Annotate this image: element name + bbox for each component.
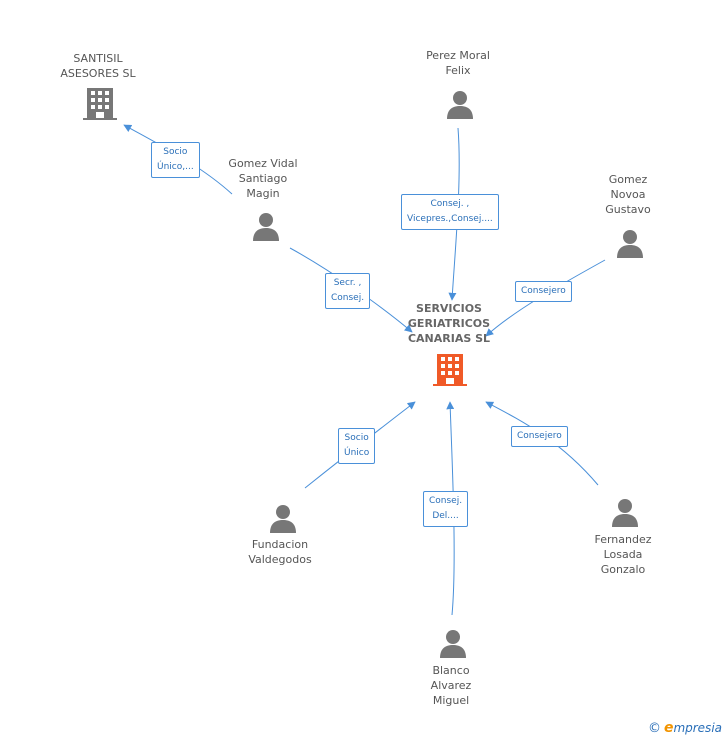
edge-label-consejero-novoa[interactable]: Consejero bbox=[515, 281, 572, 302]
person-label-fundacion[interactable]: Fundacion Valdegodos bbox=[248, 538, 312, 566]
person-icon-gomez-novoa[interactable] bbox=[615, 228, 645, 258]
person-label-gomez-novoa[interactable]: Gomez Novoa Gustavo bbox=[605, 173, 651, 216]
footer-brand: ©empresia bbox=[648, 720, 722, 736]
edge-label-secr-consej[interactable]: Secr. , Consej. bbox=[325, 273, 371, 309]
edge-label-consejero-fernandez[interactable]: Consejero bbox=[511, 426, 568, 447]
building-icon-center[interactable] bbox=[433, 352, 467, 386]
person-icon-blanco[interactable] bbox=[438, 628, 468, 658]
edge-label-consej-vicepres[interactable]: Consej. , Vicepres.,Consej.... bbox=[401, 194, 499, 230]
copyright-icon: © bbox=[647, 721, 661, 736]
person-icon-gomez-vidal[interactable] bbox=[251, 211, 281, 241]
center-company-label[interactable]: SERVICIOS GERIATRICOS CANARIAS SL bbox=[407, 302, 491, 345]
person-icon-fundacion[interactable] bbox=[268, 503, 298, 533]
brand-logo-e: e bbox=[663, 720, 674, 736]
brand-name: mpresia bbox=[673, 721, 722, 735]
person-label-gomez-vidal[interactable]: Gomez Vidal Santiago Magin bbox=[228, 157, 298, 200]
person-label-blanco[interactable]: Blanco Alvarez Miguel bbox=[430, 664, 472, 707]
building-icon-santisil[interactable] bbox=[83, 86, 117, 120]
edge-label-socio-unico-fundacion[interactable]: Socio Único bbox=[338, 428, 376, 464]
person-label-perez[interactable]: Perez Moral Felix bbox=[426, 49, 490, 77]
person-icon-fernandez[interactable] bbox=[610, 497, 640, 527]
person-icon-perez[interactable] bbox=[445, 89, 475, 119]
edge-label-consej-del[interactable]: Consej. Del.... bbox=[423, 491, 469, 527]
edge-label-socio-unico-santisil[interactable]: Socio Único,... bbox=[151, 142, 200, 178]
person-label-fernandez[interactable]: Fernandez Losada Gonzalo bbox=[594, 533, 652, 576]
santisil-company-label[interactable]: SANTISIL ASESORES SL bbox=[60, 52, 136, 80]
